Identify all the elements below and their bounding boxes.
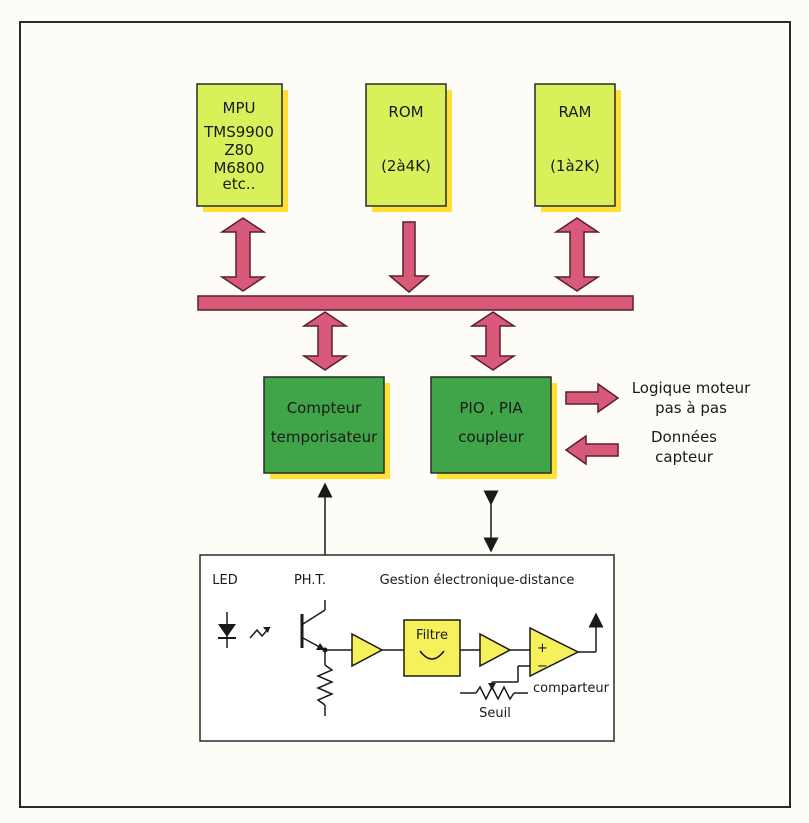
pio-block: PIO , PIA coupleur [430, 376, 557, 479]
coupleur-label: coupleur [458, 428, 524, 446]
pht-label: PH.T. [294, 573, 326, 588]
comparator-minus: − [537, 659, 548, 674]
pio-label: PIO , PIA [459, 399, 523, 417]
filter-block: Filtre [403, 619, 461, 677]
input-label-line2: capteur [655, 448, 714, 466]
mpu-block: MPU TMS9900 Z80 M6800 etc.. [196, 83, 288, 212]
threshold-label: Seuil [479, 706, 511, 721]
ram-block: RAM (1à2K) [534, 83, 621, 212]
light-ray-icon [249, 626, 271, 639]
data-bus [197, 295, 634, 311]
circuit-panel: LED PH.T. Gestion électronique-distance [199, 554, 615, 742]
temporisateur-label: temporisateur [271, 428, 378, 446]
threshold-potentiometer-symbol [460, 681, 528, 701]
filter-label: Filtre [416, 628, 448, 643]
output-label-line2: pas à pas [655, 399, 727, 417]
phototransistor-symbol [300, 600, 328, 665]
amplifier-2-icon [479, 632, 512, 668]
comparator-label: comparteur [533, 681, 610, 696]
mpu-m6800: M6800 [213, 159, 264, 177]
bandpass-curve-icon [419, 650, 445, 660]
pio-bus-arrow [469, 311, 517, 371]
rom-bus-arrow [387, 221, 431, 293]
comparator-symbol: + − [517, 612, 604, 682]
resistor-symbol [316, 664, 334, 716]
amplifier-1-icon [351, 632, 384, 668]
input-label-line1: Données [651, 428, 717, 446]
compteur-bus-arrow [301, 311, 349, 371]
compteur-label: Compteur [287, 399, 362, 417]
rom-size: (2à4K) [381, 157, 431, 175]
output-label-line1: Logique moteur [632, 379, 751, 397]
ram-bus-arrow [553, 217, 601, 292]
led-label: LED [212, 573, 237, 588]
mpu-etc: etc.. [223, 175, 256, 193]
mpu-bus-arrow [219, 217, 267, 292]
output-arrow [565, 382, 620, 414]
rom-label: ROM [388, 103, 423, 121]
ram-label: RAM [558, 103, 591, 121]
input-arrow [564, 434, 619, 466]
ram-size: (1à2K) [550, 157, 600, 175]
outer-border [19, 21, 791, 808]
led-symbol [218, 612, 236, 648]
circuit-title: Gestion électronique-distance [380, 573, 575, 588]
mpu-z80: Z80 [224, 141, 253, 159]
compteur-block: Compteur temporisateur [263, 376, 390, 479]
mpu-label: MPU [223, 99, 256, 117]
mpu-tms9900: TMS9900 [203, 123, 274, 141]
rom-block: ROM (2à4K) [365, 83, 452, 212]
comparator-plus: + [537, 641, 548, 656]
